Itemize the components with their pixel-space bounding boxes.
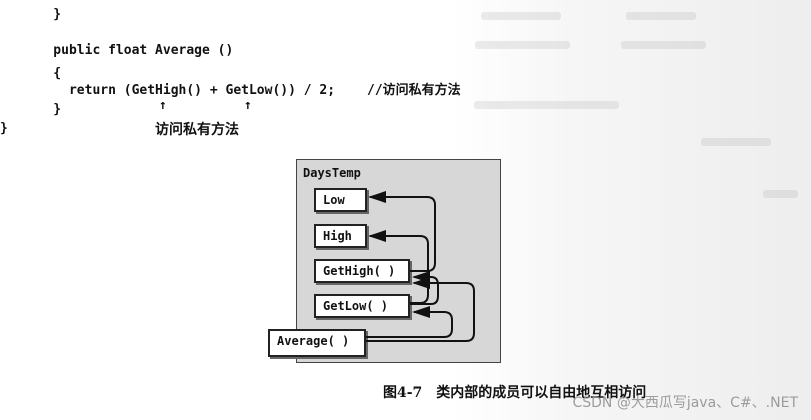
figure-caption: 图4-7 类内部的成员可以自由地互相访问 bbox=[383, 385, 647, 401]
member-low: Low bbox=[314, 188, 367, 212]
member-getlow: GetLow( ) bbox=[314, 294, 410, 318]
code-line: return (GetHigh() + GetLow()) / 2; bbox=[22, 83, 336, 98]
arrow-gethigh-to-low bbox=[368, 191, 436, 272]
arrow-getlow-to-high bbox=[368, 230, 429, 304]
ghost-line bbox=[621, 41, 706, 49]
code-snippet: } public float Average () { return (GetH… bbox=[0, 0, 520, 145]
arrow-getlow-to-gethigh bbox=[410, 271, 439, 305]
code-line: { bbox=[22, 66, 62, 81]
arrow-average-to-getlow bbox=[366, 306, 453, 338]
watermark: CSDN @大西瓜写java、C#、.NET bbox=[572, 395, 798, 411]
code-comment: //访问私有方法 bbox=[367, 83, 461, 98]
member-high: High bbox=[314, 224, 367, 248]
ghost-line bbox=[626, 12, 696, 20]
arrow-average-to-gethigh bbox=[366, 277, 475, 342]
ghost-line bbox=[763, 190, 798, 198]
code-line: public float Average () bbox=[22, 43, 234, 58]
code-line: } bbox=[22, 102, 62, 117]
member-average: Average( ) bbox=[268, 329, 366, 357]
code-line: } bbox=[0, 121, 8, 136]
class-title: DaysTemp bbox=[303, 166, 361, 180]
up-arrow-icon: ↑ bbox=[159, 98, 167, 113]
ghost-line bbox=[701, 138, 771, 146]
ghost-line bbox=[474, 101, 619, 109]
member-gethigh: GetHigh( ) bbox=[314, 259, 410, 283]
code-line: } bbox=[22, 7, 62, 22]
access-note: 访问私有方法 bbox=[155, 122, 239, 138]
up-arrow-icon: ↑ bbox=[244, 98, 252, 113]
ghost-line bbox=[475, 41, 570, 49]
ghost-line bbox=[481, 12, 561, 20]
faded-background-text bbox=[451, 0, 811, 420]
